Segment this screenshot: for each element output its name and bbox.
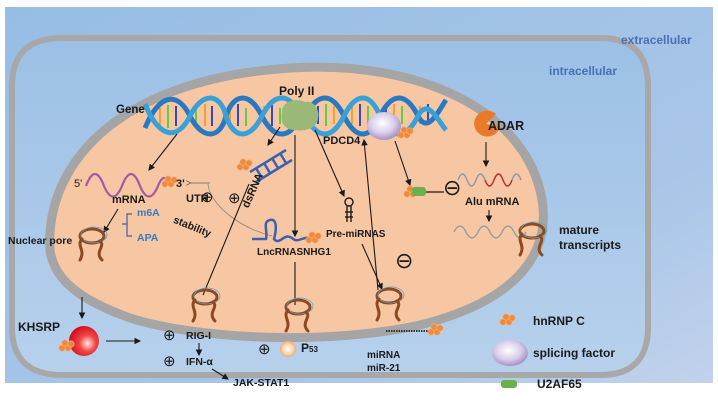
inhibit-symbol-mirna: ⊖	[395, 248, 414, 273]
utr-label: UTR	[186, 193, 209, 205]
alu-mrna-red-segment	[484, 173, 513, 187]
mrna-strand	[84, 172, 168, 198]
p53-label-main: P	[301, 341, 310, 355]
arrow-gene-to-mrna	[148, 133, 178, 171]
pre-mirna-hairpin	[344, 197, 354, 222]
p53-label-sub: 53	[309, 345, 318, 354]
alu-mrna-label: Alu mRNA	[465, 196, 520, 208]
arrow-pre-mirna-to-pore	[361, 243, 383, 291]
khsrp-protein	[69, 326, 99, 356]
arrow-mir21-to-pdcd4	[361, 138, 379, 291]
rig1-label: RIG-I	[186, 330, 212, 342]
five-prime-label: 5'	[74, 178, 83, 190]
m6a-label: m6A	[137, 207, 160, 219]
lncrna-to-utr-curve	[207, 183, 273, 237]
poly2-label: Poly II	[279, 84, 315, 98]
arrow-to-pre-mirnas	[314, 129, 345, 198]
mirna-label-line1: miRNA	[367, 350, 401, 361]
legend-u2af65-label: U2AF65	[537, 377, 582, 391]
ifn-plus-symbol: ⊕	[163, 353, 176, 370]
legend-splicing-factor-label: splicing factor	[533, 346, 616, 360]
intracellular-label: intracellular	[549, 64, 618, 78]
splicing-factor-on-dna	[367, 112, 401, 140]
dsrna-ladder	[249, 148, 293, 184]
khsrp-label: KHSRP	[18, 320, 61, 334]
mirna-label-line2: miR-21	[367, 363, 401, 374]
bottom-margin	[5, 382, 713, 408]
gene-label: Gene	[116, 104, 145, 116]
pdcd4-label: PDCD4	[323, 135, 361, 147]
apa-label: APA	[137, 232, 159, 244]
utr-plus-symbol: ⊕	[201, 189, 214, 206]
p53-plus-symbol: ⊕	[258, 341, 271, 358]
jak-stat1-label: JAK-STAT1	[233, 377, 290, 389]
p53-protein	[280, 341, 296, 357]
poly-ii-enzyme	[281, 100, 319, 131]
line-dsrna-to-rig1	[202, 183, 250, 296]
p53-label: P53	[301, 341, 318, 355]
adar-label: ADAR	[488, 119, 525, 133]
pre-mirnas-label: Pre-miRNAS	[326, 229, 386, 240]
dsrna-plus-symbol: ⊕	[228, 190, 241, 207]
lncrna-label: LncRNASNHG1	[257, 247, 331, 258]
arrow-poly2-to-dsrna	[267, 126, 281, 146]
inhibit-symbol-u2af65: ⊖	[443, 175, 462, 200]
arrow-ifn-to-jakstat	[211, 368, 229, 380]
rig1-plus-symbol: ⊕	[163, 327, 176, 344]
mature-label-line1: mature	[559, 223, 600, 237]
arrow-sf-to-u2af65	[394, 140, 412, 187]
alu-mrna-upper	[457, 173, 486, 187]
ifn-label: IFN-α	[186, 356, 213, 368]
arrow-mrna-to-pore	[103, 208, 119, 233]
three-prime-label: 3'	[176, 178, 185, 190]
u2af65-on-strand	[412, 187, 426, 196]
nuclear-pore-label: Nuclear pore	[8, 235, 73, 247]
legend-u2af65-icon	[501, 380, 517, 388]
extracellular-label: extracellular	[621, 33, 692, 47]
alu-mrna-tail	[511, 173, 522, 181]
legend-hnrnp-c-label: hnRNP C	[533, 314, 585, 328]
adar-icon	[474, 110, 500, 137]
mature-transcript-wave	[453, 225, 527, 239]
mature-label-line2: transcripts	[559, 238, 622, 252]
mrna-label: mRNA	[112, 194, 146, 206]
lncrna-strand	[252, 218, 311, 243]
legend-splicing-factor-icon	[492, 340, 528, 366]
m6a-apa-bracket	[122, 213, 132, 237]
